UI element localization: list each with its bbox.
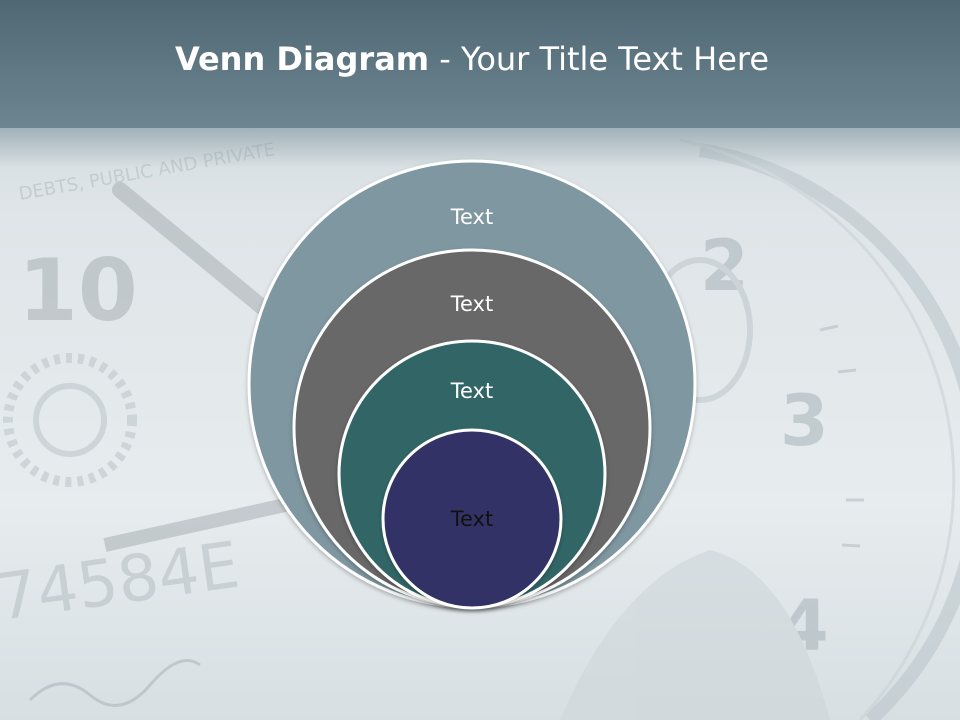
venn-label-1: Text (450, 205, 493, 229)
venn-label-4: Text (450, 507, 493, 531)
slide-title: Venn Diagram - Your Title Text Here (0, 40, 944, 78)
svg-text:10: 10 (18, 241, 138, 341)
svg-text:3: 3 (780, 380, 829, 462)
venn-circle-4[interactable] (381, 428, 563, 610)
venn-label-2: Text (450, 292, 493, 316)
title-rest: - Your Title Text Here (429, 40, 770, 78)
circle-group (247, 159, 697, 610)
header-bar (0, 0, 960, 128)
venn-label-3: Text (450, 379, 493, 403)
title-bold: Venn Diagram (174, 40, 430, 78)
